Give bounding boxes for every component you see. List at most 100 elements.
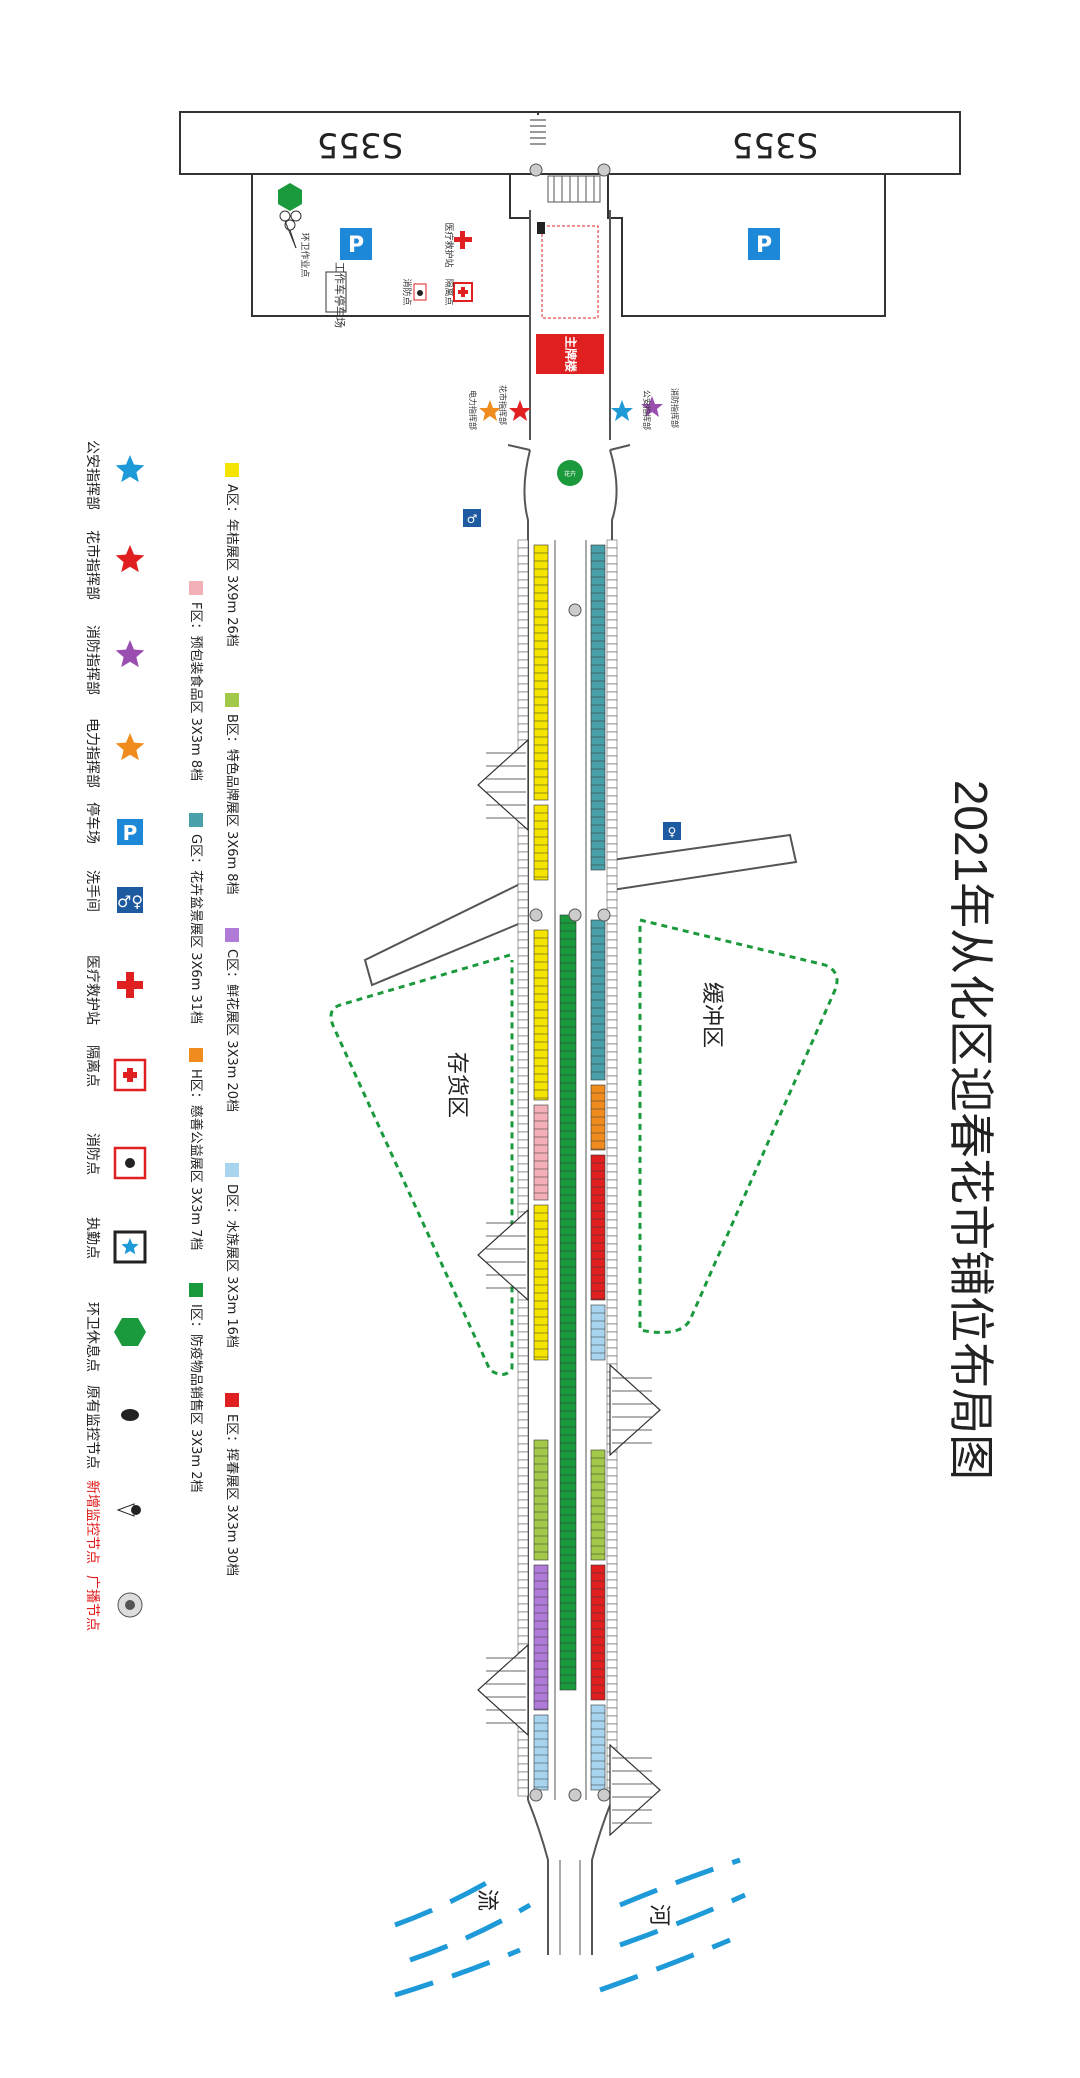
stall-cell[interactable]	[606, 1251, 618, 1261]
stall-cell[interactable]	[517, 1747, 529, 1757]
stall-cell[interactable]	[517, 1779, 529, 1789]
stall-cell[interactable]	[517, 955, 529, 965]
stall-block-E[interactable]	[590, 1564, 606, 1701]
stall-cell[interactable]	[517, 643, 529, 653]
stall-cell[interactable]	[606, 1499, 618, 1509]
stall-cell[interactable]	[606, 627, 618, 637]
stall-cell[interactable]	[517, 1619, 529, 1629]
stall-cell[interactable]	[517, 619, 529, 629]
stall-cell[interactable]	[606, 1227, 618, 1237]
stall-cell[interactable]	[606, 851, 618, 861]
stall-cell[interactable]	[517, 1443, 529, 1453]
stall-cell[interactable]	[606, 571, 618, 581]
stall-cell[interactable]	[517, 1347, 529, 1357]
stall-cell[interactable]	[606, 819, 618, 829]
stall-cell[interactable]	[517, 1027, 529, 1037]
stall-cell[interactable]	[517, 843, 529, 853]
stall-cell[interactable]	[606, 1699, 618, 1709]
stall-cell[interactable]	[606, 1171, 618, 1181]
stall-cell[interactable]	[606, 971, 618, 981]
stall-cell[interactable]	[517, 1395, 529, 1405]
stall-cell[interactable]	[606, 1243, 618, 1253]
stall-cell[interactable]	[517, 1451, 529, 1461]
stall-cell[interactable]	[606, 1539, 618, 1549]
stall-cell[interactable]	[517, 603, 529, 613]
stall-cell[interactable]	[606, 1051, 618, 1061]
stall-cell[interactable]	[517, 707, 529, 717]
stall-cell[interactable]	[606, 1027, 618, 1037]
stall-cell[interactable]	[517, 907, 529, 917]
stall-cell[interactable]	[517, 1499, 529, 1509]
stall-cell[interactable]	[606, 611, 618, 621]
stall-cell[interactable]	[606, 755, 618, 765]
stall-cell[interactable]	[606, 1643, 618, 1653]
stall-cell[interactable]	[517, 1019, 529, 1029]
stall-cell[interactable]	[606, 1603, 618, 1613]
stall-cell[interactable]	[606, 715, 618, 725]
stall-cell[interactable]	[517, 1099, 529, 1109]
stall-cell[interactable]	[517, 1107, 529, 1117]
stall-cell[interactable]	[517, 1075, 529, 1085]
stall-cell[interactable]	[517, 1411, 529, 1421]
stall-cell[interactable]	[517, 1515, 529, 1525]
stall-cell[interactable]	[606, 875, 618, 885]
stall-cell[interactable]	[517, 563, 529, 573]
stall-cell[interactable]	[517, 1539, 529, 1549]
stall-cell[interactable]	[517, 947, 529, 957]
stall-cell[interactable]	[606, 1147, 618, 1157]
stall-cell[interactable]	[606, 1507, 618, 1517]
stall-cell[interactable]	[606, 1715, 618, 1725]
stall-cell[interactable]	[517, 1579, 529, 1589]
stall-cell[interactable]	[606, 1155, 618, 1165]
stall-cell[interactable]	[606, 587, 618, 597]
stall-cell[interactable]	[517, 627, 529, 637]
stall-cell[interactable]	[517, 1035, 529, 1045]
stall-cell[interactable]	[606, 963, 618, 973]
stall-cell[interactable]	[517, 611, 529, 621]
stall-cell[interactable]	[606, 1019, 618, 1029]
stall-cell[interactable]	[606, 563, 618, 573]
stall-cell[interactable]	[606, 539, 618, 549]
stall-cell[interactable]	[606, 1651, 618, 1661]
stall-cell[interactable]	[517, 995, 529, 1005]
stall-cell[interactable]	[606, 1571, 618, 1581]
stall-cell[interactable]	[517, 723, 529, 733]
stall-cell[interactable]	[606, 1515, 618, 1525]
stall-cell[interactable]	[606, 1115, 618, 1125]
stall-cell[interactable]	[517, 1171, 529, 1181]
stall-cell[interactable]	[606, 843, 618, 853]
stall-cell[interactable]	[517, 1299, 529, 1309]
stall-cell[interactable]	[606, 955, 618, 965]
stall-cell[interactable]	[606, 1235, 618, 1245]
stall-cell[interactable]	[517, 1371, 529, 1381]
stall-cell[interactable]	[517, 835, 529, 845]
stall-cell[interactable]	[606, 1491, 618, 1501]
stall-cell[interactable]	[517, 1315, 529, 1325]
stall-cell[interactable]	[606, 1059, 618, 1069]
stall-cell[interactable]	[606, 1211, 618, 1221]
stall-cell[interactable]	[606, 867, 618, 877]
stall-cell[interactable]	[517, 1331, 529, 1341]
stall-cell[interactable]	[517, 1003, 529, 1013]
stall-cell[interactable]	[517, 1123, 529, 1133]
stall-cell[interactable]	[517, 1491, 529, 1501]
stall-cell[interactable]	[606, 827, 618, 837]
stall-cell[interactable]	[606, 707, 618, 717]
stall-cell[interactable]	[606, 1083, 618, 1093]
stall-cell[interactable]	[606, 1163, 618, 1173]
stall-cell[interactable]	[606, 1611, 618, 1621]
stall-cell[interactable]	[517, 1067, 529, 1077]
stall-cell[interactable]	[606, 1523, 618, 1533]
stall-cell[interactable]	[517, 1179, 529, 1189]
stall-cell[interactable]	[517, 683, 529, 693]
stall-cell[interactable]	[606, 1123, 618, 1133]
stall-cell[interactable]	[606, 1203, 618, 1213]
stall-cell[interactable]	[517, 595, 529, 605]
stall-cell[interactable]	[606, 1459, 618, 1469]
stall-cell[interactable]	[606, 1339, 618, 1349]
stall-cell[interactable]	[606, 1275, 618, 1285]
stall-cell[interactable]	[517, 1547, 529, 1557]
stall-cell[interactable]	[517, 1595, 529, 1605]
stall-cell[interactable]	[606, 595, 618, 605]
stall-cell[interactable]	[606, 1315, 618, 1325]
